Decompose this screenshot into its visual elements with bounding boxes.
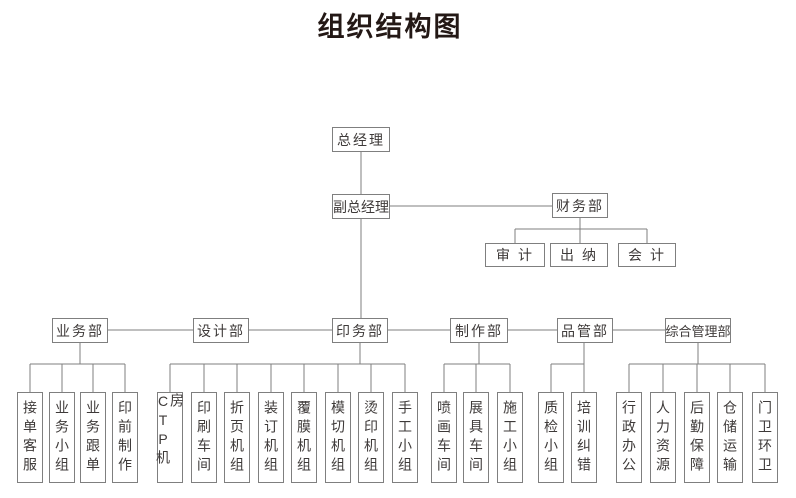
node-display-workshop: 展具车间 [463, 392, 489, 483]
node-spray-workshop: 喷画车间 [431, 392, 457, 483]
node-warehouse-transport: 仓储运输 [717, 392, 743, 483]
node-diecut-unit: 模切机组 [325, 392, 351, 483]
node-deputy-general-manager: 副总经理 [332, 194, 390, 219]
node-order-service: 接单客服 [17, 392, 43, 483]
node-business-team: 业务小组 [49, 392, 75, 483]
node-ctp-room: CTP机房 [155, 392, 185, 483]
node-dept-admin: 综合管理部 [665, 318, 731, 343]
node-dept-business: 业务部 [52, 318, 108, 343]
node-finance-dept: 财务部 [552, 193, 608, 218]
node-binding-unit: 装订机组 [258, 392, 284, 483]
page-title: 组织结构图 [317, 12, 463, 42]
node-dept-production: 制作部 [450, 318, 508, 343]
node-dept-printing: 印务部 [332, 318, 388, 343]
node-cashier: 出纳 [550, 243, 608, 267]
node-laminating-unit: 覆膜机组 [291, 392, 317, 483]
node-folding-unit: 折页机组 [224, 392, 250, 483]
node-hr: 人力资源 [650, 392, 676, 483]
node-gate-sanitation: 门卫环卫 [752, 392, 778, 483]
node-audit: 审计 [485, 243, 545, 267]
node-admin-office: 行政办公 [616, 392, 642, 483]
node-qc-team: 质检小组 [538, 392, 564, 483]
node-construction-team: 施工小组 [497, 392, 523, 483]
node-manual-team: 手工小组 [392, 392, 418, 483]
node-print-workshop: 印刷车间 [191, 392, 217, 483]
node-general-manager: 总经理 [332, 127, 390, 152]
node-logistics: 后勤保障 [684, 392, 710, 483]
node-stamping-unit: 烫印机组 [358, 392, 384, 483]
node-prepress: 印前制作 [112, 392, 138, 483]
node-dept-quality: 品管部 [557, 318, 613, 343]
node-accounting: 会计 [618, 243, 676, 267]
node-training-correction: 培训纠错 [571, 392, 597, 483]
node-business-followup: 业务跟单 [80, 392, 106, 483]
node-dept-design: 设计部 [193, 318, 249, 343]
